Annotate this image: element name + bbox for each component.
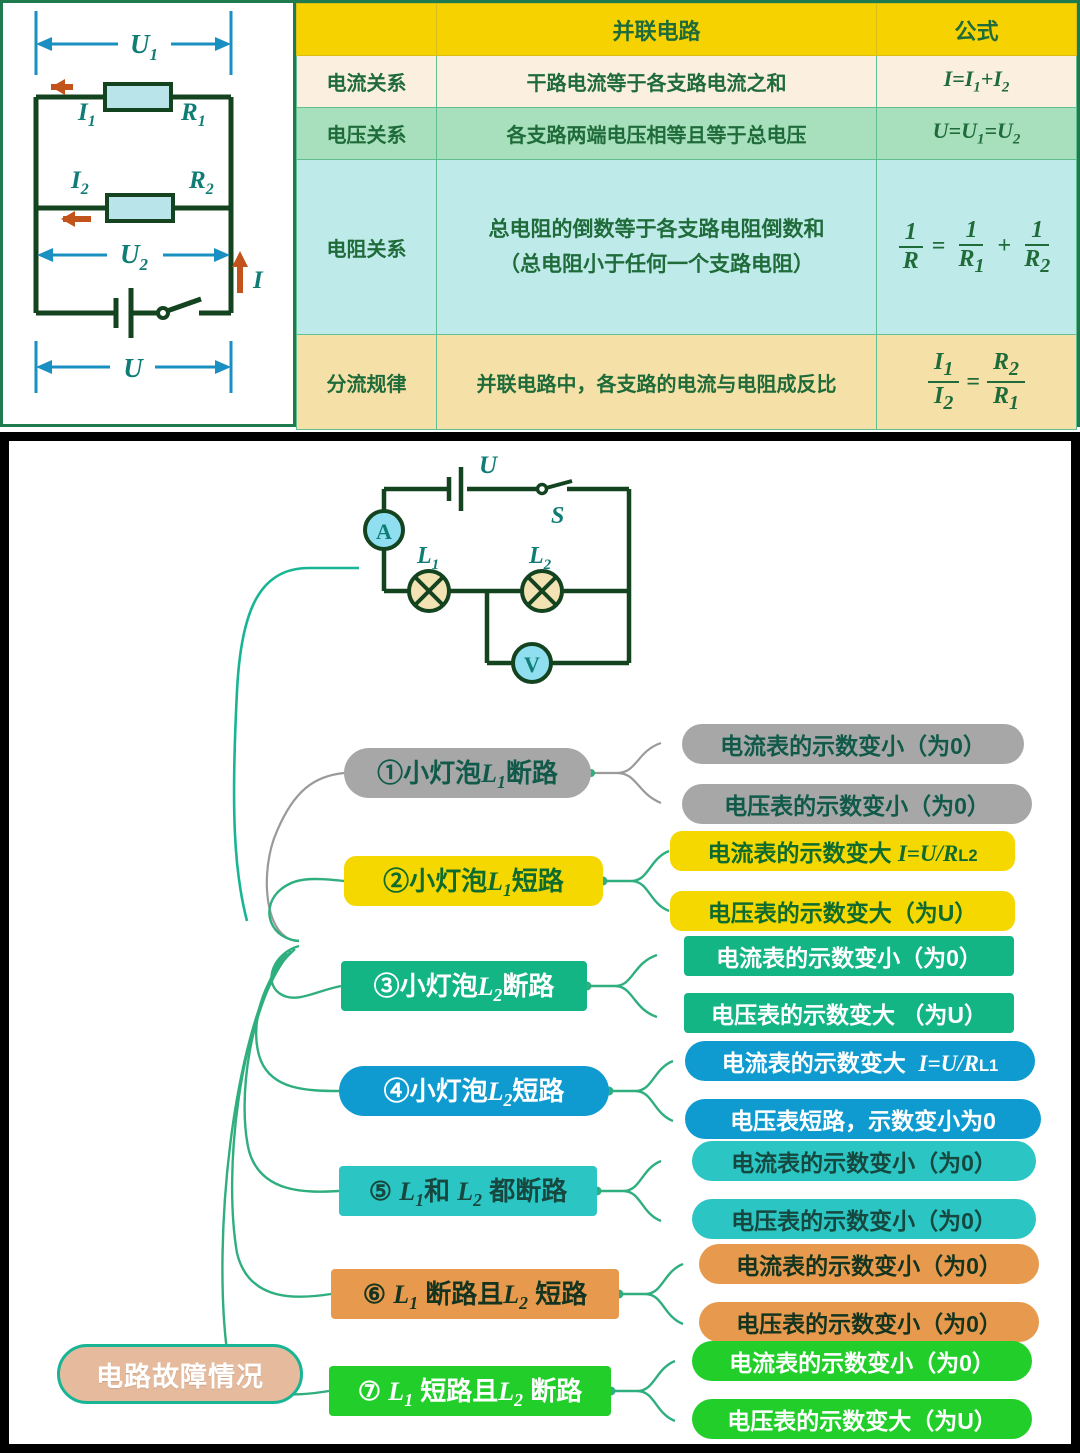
- branch-node-7-label: ⑦ L1 短路且L2 断路: [357, 1375, 583, 1411]
- branch-node-6-label: ⑥ L1 断路且L2 短路: [362, 1278, 588, 1314]
- svg-text:I2: I2: [70, 167, 89, 198]
- row-formula-voltage: U=U1=U2: [876, 107, 1077, 160]
- parallel-circuit-summary-panel: U1: [0, 0, 1080, 430]
- branch-node-4[interactable]: ④小灯泡L2短路: [339, 1066, 609, 1116]
- branch-7-result-2-label: 电压表的示数变大（为U）: [727, 1408, 997, 1434]
- svg-text:S: S: [551, 503, 564, 529]
- fault-circuit-svg: A V U S L1 L2: [363, 452, 632, 684]
- branch-node-7[interactable]: ⑦ L1 短路且L2 断路: [329, 1366, 611, 1416]
- branch-5-result-1-label: 电流表的示数变小（为0）: [731, 1150, 997, 1176]
- row-label-divider: 分流规律: [296, 334, 437, 430]
- branch-4-result-2-label: 电压表短路，示数变小为0: [730, 1108, 996, 1134]
- svg-text:L2: L2: [528, 543, 552, 573]
- branch-3-result-1-label: 电流表的示数变小（为0）: [716, 945, 982, 971]
- branch-6-result-1-label: 电流表的示数变小（为0）: [736, 1253, 1002, 1279]
- branch-2-result-1[interactable]: 电流表的示数变大 I=U/RL2: [670, 831, 1015, 871]
- branch-7-result-2[interactable]: 电压表的示数变大（为U）: [692, 1399, 1032, 1439]
- row-label-voltage: 电压关系: [296, 107, 437, 160]
- svg-text:U: U: [479, 452, 499, 479]
- branch-node-6[interactable]: ⑥ L1 断路且L2 短路: [331, 1269, 619, 1319]
- branch-5-result-2[interactable]: 电压表的示数变小（为0）: [692, 1199, 1036, 1239]
- row-desc-resistance: 总电阻的倒数等于各支路电阻倒数和 （总电阻小于任何一个支路电阻）: [436, 159, 877, 335]
- header-cell-parallel: 并联电路: [436, 3, 877, 56]
- svg-text:U: U: [123, 353, 144, 383]
- branch-5-result-1[interactable]: 电流表的示数变小（为0）: [692, 1141, 1036, 1181]
- row-desc-voltage: 各支路两端电压相等且等于总电压: [436, 107, 877, 160]
- branch-node-1[interactable]: ①小灯泡L1断路: [344, 748, 591, 798]
- branch-node-5[interactable]: ⑤ L1和 L2 都断路: [339, 1166, 597, 1216]
- branch-3-result-2-label: 电压表的示数变大 （为U）: [711, 1002, 987, 1028]
- branch-1-result-2-label: 电压表的示数变小（为0）: [724, 793, 990, 819]
- branch-2-result-1-label: 电流表的示数变大 I=U/RL2: [707, 840, 978, 866]
- branch-node-4-label: ④小灯泡L2短路: [383, 1075, 565, 1111]
- row-desc-current: 干路电流等于各支路电流之和: [436, 55, 877, 108]
- resistance-desc-line-2: （总电阻小于任何一个支路电阻）: [499, 252, 814, 276]
- table-row-voltage: 电压关系 各支路两端电压相等且等于总电压 U=U1=U2: [296, 107, 1077, 160]
- branch-1-result-1-label: 电流表的示数变小（为0）: [720, 733, 986, 759]
- branch-3-result-2[interactable]: 电压表的示数变大 （为U）: [684, 993, 1014, 1033]
- branch-5-result-2-label: 电压表的示数变小（为0）: [731, 1208, 997, 1234]
- parallel-circuit-svg: U1: [33, 11, 264, 393]
- branch-3-result-1[interactable]: 电流表的示数变小（为0）: [684, 936, 1014, 976]
- branch-node-3[interactable]: ③小灯泡L2断路: [341, 961, 587, 1011]
- row-label-current: 电流关系: [296, 55, 437, 108]
- branch-node-3-label: ③小灯泡L2断路: [373, 970, 555, 1006]
- branch-7-result-1-label: 电流表的示数变小（为0）: [729, 1350, 995, 1376]
- svg-text:V: V: [524, 652, 540, 677]
- root-node-circuit-fault[interactable]: 电路故障情况: [57, 1344, 303, 1404]
- branch-node-2[interactable]: ②小灯泡L1短路: [344, 856, 603, 906]
- mindmap-canvas: A V U S L1 L2: [9, 441, 1071, 1444]
- svg-text:U1: U1: [130, 29, 158, 64]
- branch-2-result-2[interactable]: 电压表的示数变大（为U）: [670, 891, 1015, 931]
- header-cell-blank: [296, 3, 437, 56]
- parallel-circuit-table: 并联电路 公式 电流关系 干路电流等于各支路电流之和 I=I1+I2 电压关系 …: [296, 3, 1077, 430]
- branch-1-result-1[interactable]: 电流表的示数变小（为0）: [682, 724, 1024, 764]
- row-desc-divider: 并联电路中，各支路的电流与电阻成反比: [436, 334, 877, 430]
- branch-6-result-2[interactable]: 电压表的示数变小（为0）: [699, 1302, 1039, 1342]
- branch-node-5-label: ⑤ L1和 L2 都断路: [368, 1175, 568, 1211]
- branch-node-2-label: ②小灯泡L1短路: [383, 865, 564, 901]
- svg-text:U2: U2: [120, 239, 149, 274]
- branch-6-result-2-label: 电压表的示数变小（为0）: [736, 1311, 1002, 1337]
- row-label-resistance: 电阻关系: [296, 159, 437, 335]
- branch-node-1-label: ①小灯泡L1断路: [377, 757, 558, 793]
- table-row-current: 电流关系 干路电流等于各支路电流之和 I=I1+I2: [296, 55, 1077, 108]
- branch-4-result-1-label: 电流表的示数变大 I=U/RL1: [721, 1050, 999, 1076]
- circuit-fault-mindmap-panel: A V U S L1 L2: [0, 432, 1080, 1453]
- svg-text:I: I: [252, 267, 264, 294]
- table-header-row: 并联电路 公式: [296, 3, 1077, 56]
- branch-7-result-1[interactable]: 电流表的示数变小（为0）: [692, 1341, 1032, 1381]
- root-node-label: 电路故障情况: [96, 1361, 264, 1392]
- header-cell-formula: 公式: [876, 3, 1077, 56]
- svg-text:L1: L1: [416, 543, 439, 573]
- branch-6-result-1[interactable]: 电流表的示数变小（为0）: [699, 1244, 1039, 1284]
- svg-text:R1: R1: [180, 99, 206, 130]
- resistance-desc-line-1: 总电阻的倒数等于各支路电阻倒数和: [488, 217, 825, 242]
- branch-2-result-2-label: 电压表的示数变大（为U）: [707, 900, 978, 926]
- svg-text:R2: R2: [188, 167, 214, 198]
- parallel-circuit-diagram: U1: [3, 3, 296, 424]
- branch-4-result-2[interactable]: 电压表短路，示数变小为0: [685, 1099, 1041, 1139]
- row-formula-current: I=I1+I2: [876, 55, 1077, 108]
- svg-text:A: A: [376, 519, 392, 544]
- branch-1-result-2[interactable]: 电压表的示数变小（为0）: [682, 784, 1032, 824]
- branch-4-result-1[interactable]: 电流表的示数变大 I=U/RL1: [685, 1041, 1035, 1081]
- svg-text:I1: I1: [77, 99, 96, 130]
